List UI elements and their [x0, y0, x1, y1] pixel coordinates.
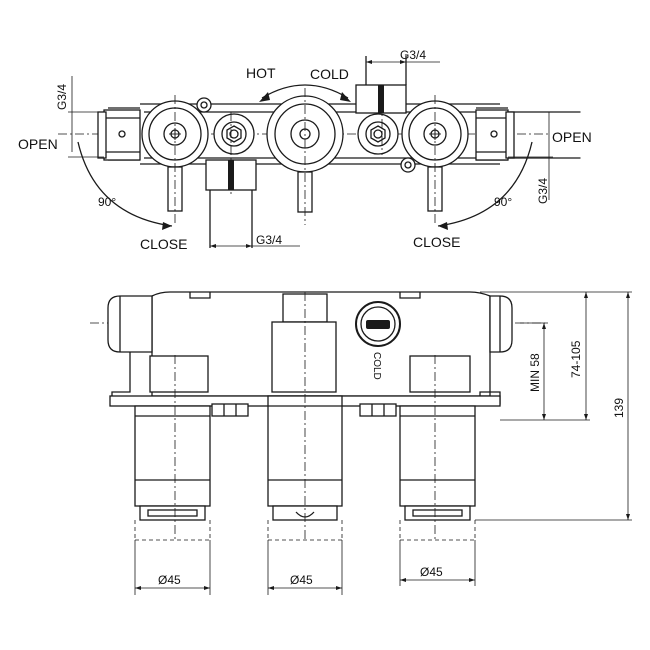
dim-range: 74-105 [569, 340, 583, 378]
left-cartridge [134, 405, 211, 521]
small-fitting-right [357, 113, 399, 155]
top-view: HOT COLD OPEN OPEN CLOSE CLOSE 90° 90° G… [18, 48, 592, 252]
diameter-right: Ø45 [420, 565, 443, 579]
angle-left-label: 90° [98, 195, 116, 209]
diameter-center: Ø45 [290, 573, 313, 587]
close-left-label: CLOSE [140, 236, 187, 252]
front-view: COLD [90, 291, 632, 595]
diameter-left: Ø45 [158, 573, 181, 587]
thread-left-label: G3/4 [55, 84, 69, 110]
thread-bottom-label: G3/4 [256, 233, 282, 247]
cold-marking: COLD [371, 352, 382, 380]
dim-min: MIN 58 [528, 353, 542, 392]
open-left-label: OPEN [18, 136, 58, 152]
front-left-inlet [107, 295, 153, 405]
hot-label: HOT [246, 65, 276, 81]
right-side-inlet [475, 109, 515, 161]
bottom-outlet-block [205, 159, 257, 248]
close-right-label: CLOSE [413, 234, 460, 250]
right-cartridge [399, 405, 476, 521]
dim-total: 139 [612, 398, 626, 418]
top-outlet-block [355, 56, 407, 114]
left-side-inlet [97, 109, 141, 161]
open-right-label: OPEN [552, 129, 592, 145]
cold-label: COLD [310, 66, 349, 82]
cold-indicator-knob: COLD [355, 301, 401, 380]
small-fitting-left [213, 113, 255, 155]
thread-right-label: G3/4 [536, 178, 550, 204]
angle-right-label: 90° [494, 195, 512, 209]
thread-top-label: G3/4 [400, 48, 426, 62]
